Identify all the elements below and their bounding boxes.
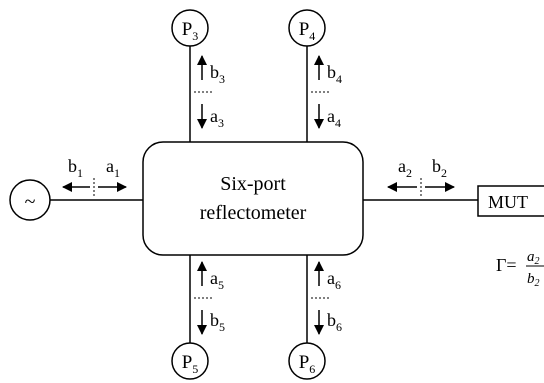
- port-p3-label: P3: [182, 19, 199, 43]
- label-b6: b6: [327, 310, 342, 334]
- port-p3-circle: [171, 9, 209, 47]
- label-a4: a4: [327, 106, 341, 130]
- label-b4: b4: [327, 62, 342, 86]
- port-p6-label: P6: [299, 352, 316, 376]
- port-p4-label: P4: [299, 19, 316, 43]
- label-a2: a2: [398, 156, 412, 180]
- label-b2: b2: [432, 156, 447, 180]
- port-p6-circle: [288, 342, 326, 380]
- box-label-line2: reflectometer: [200, 202, 307, 224]
- port-p5-circle: [171, 342, 209, 380]
- label-a5: a5: [210, 268, 224, 292]
- source-symbol: ~: [25, 191, 36, 213]
- mut-label: MUT: [488, 192, 528, 212]
- six-port-reflectometer-box: [142, 141, 364, 256]
- label-a1: a1: [106, 156, 120, 180]
- formula-denominator: b2: [527, 271, 540, 289]
- port-p5-label: P5: [182, 352, 199, 376]
- label-a3: a3: [210, 106, 224, 130]
- formula-lhs: Γ=: [496, 255, 517, 275]
- box-label-line1: Six-port: [220, 173, 286, 195]
- label-b5: b5: [210, 310, 225, 334]
- mut-box: [477, 185, 544, 217]
- label-a6: a6: [327, 268, 341, 292]
- source-circle: [9, 179, 51, 221]
- port-p4-circle: [288, 9, 326, 47]
- label-b1: b1: [68, 156, 83, 180]
- label-b3: b3: [210, 62, 225, 86]
- formula-numerator: a2: [527, 249, 540, 267]
